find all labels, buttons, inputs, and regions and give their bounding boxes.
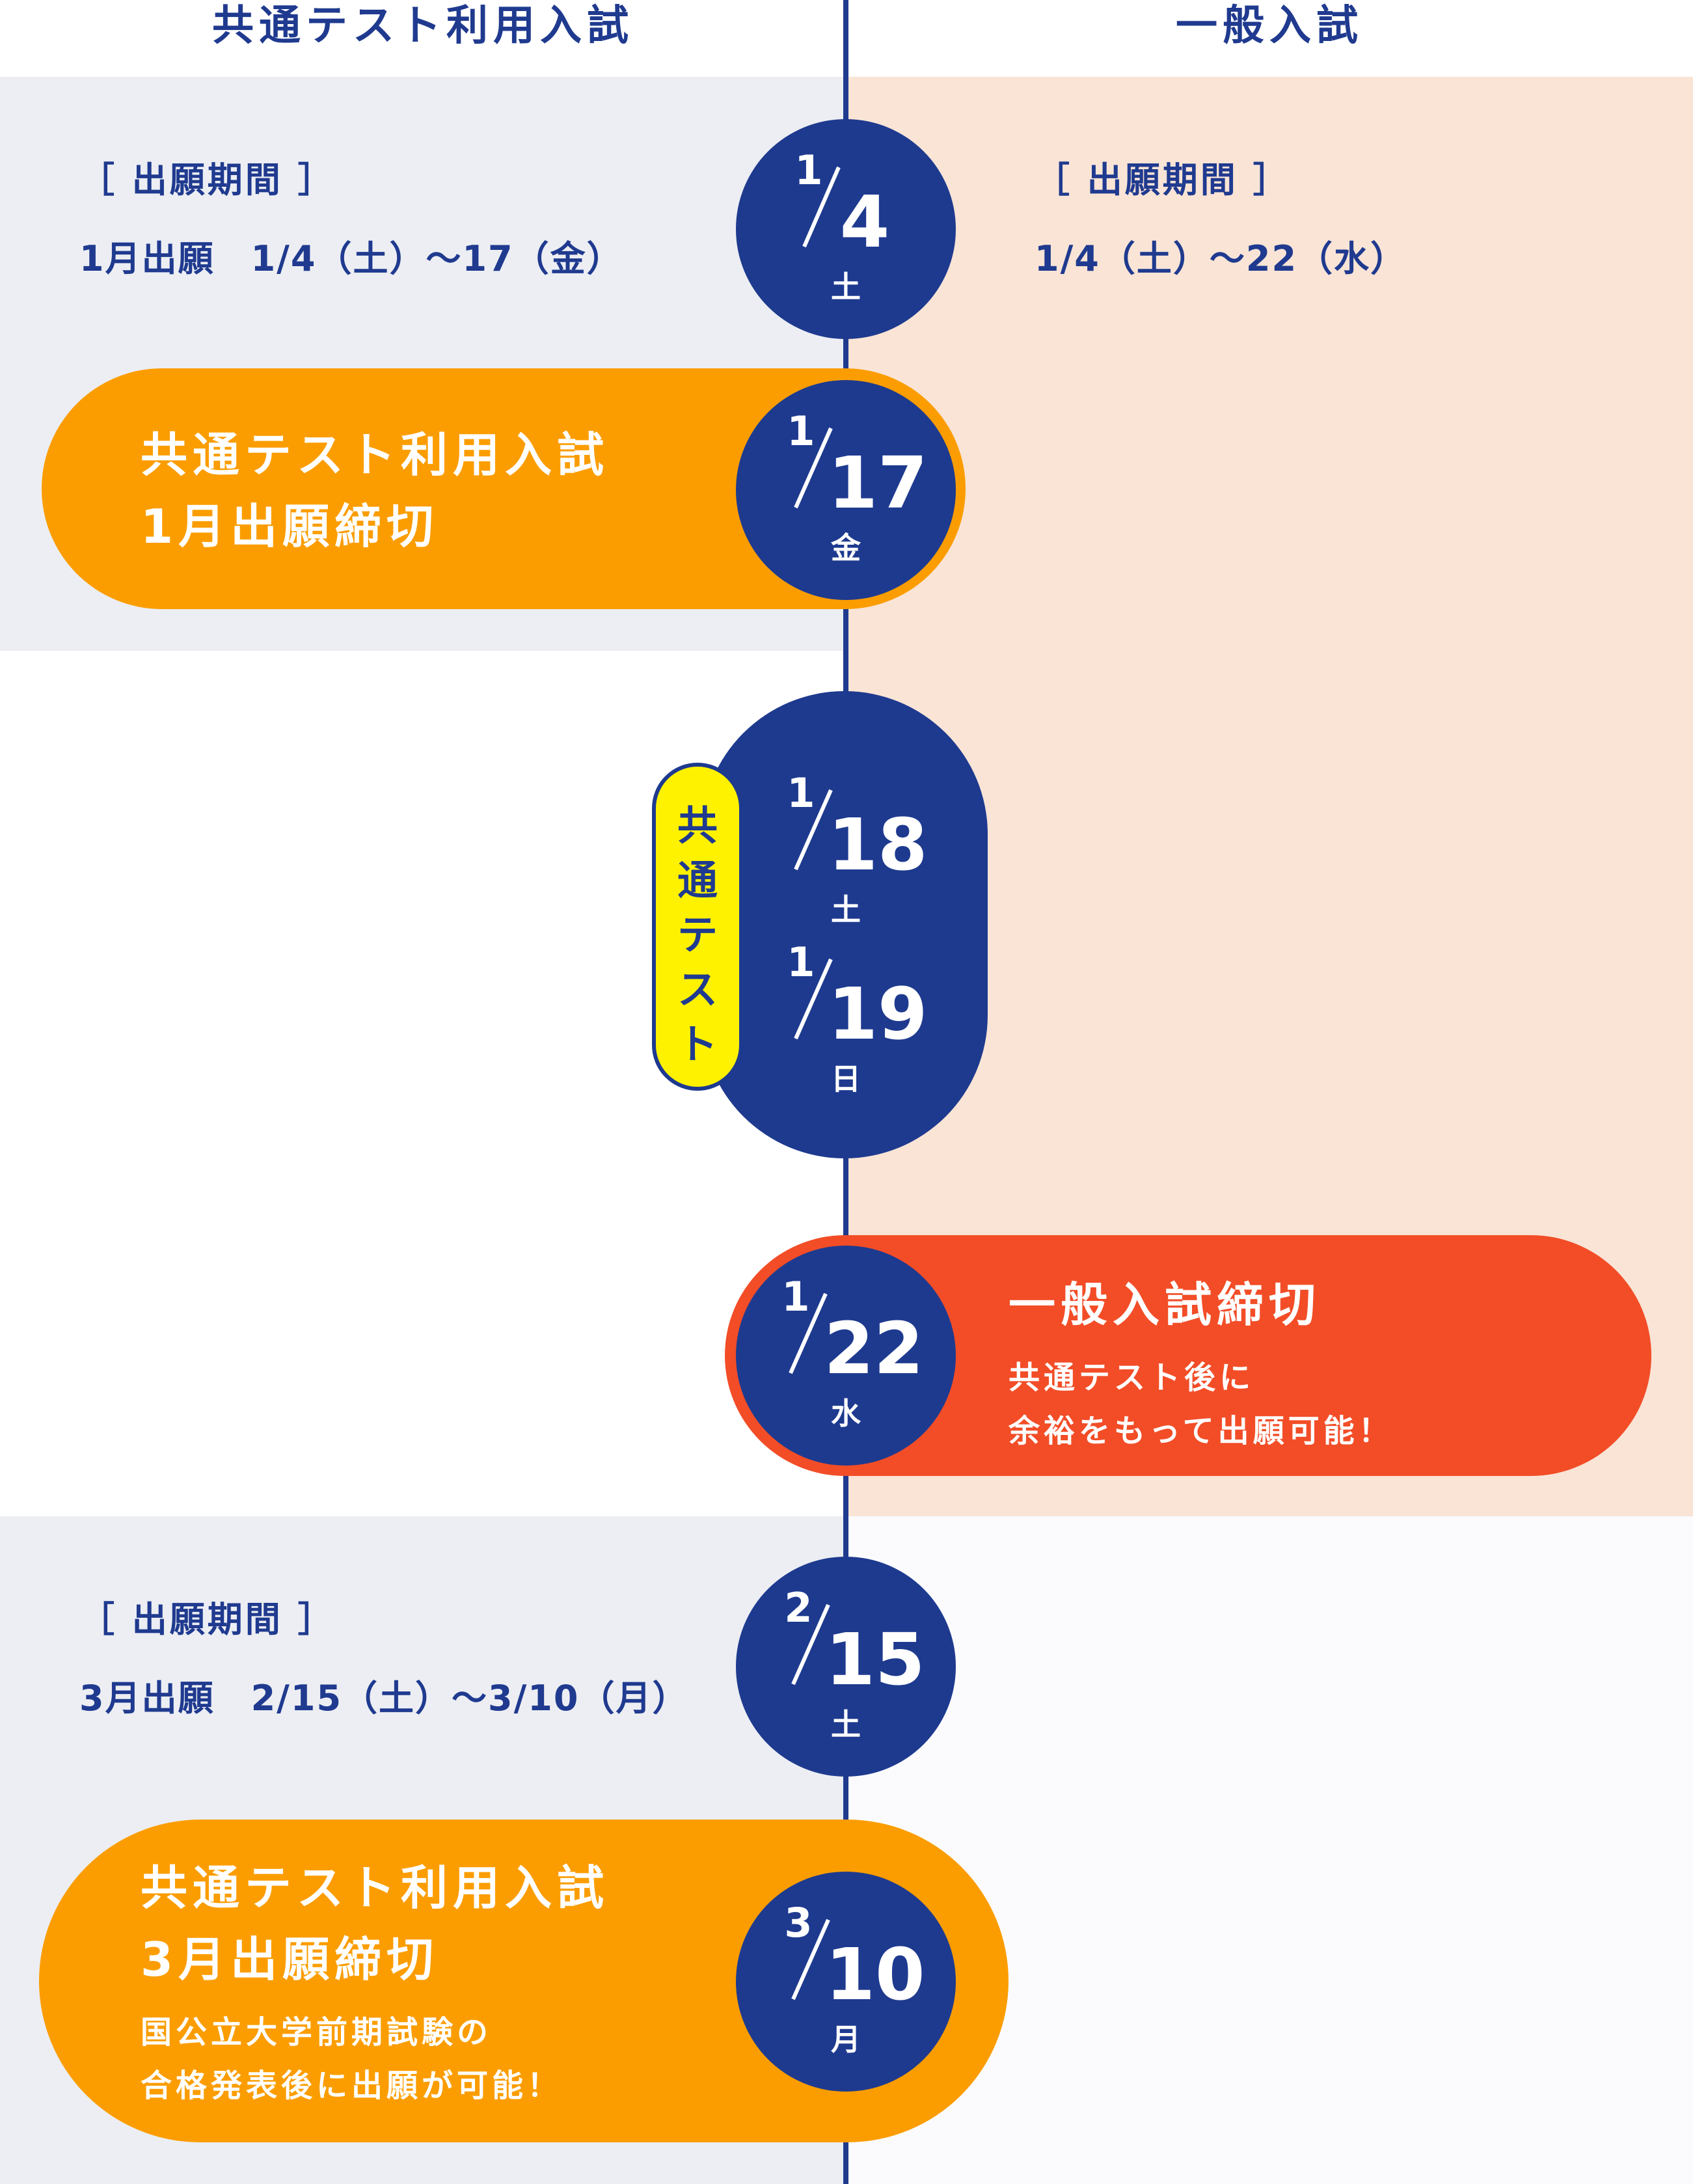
date-circle-0104: 1 4 土 — [736, 119, 956, 339]
date-day: 10 — [825, 1933, 925, 2016]
date-month: 1 — [794, 146, 822, 194]
date-day: 4 — [840, 180, 890, 264]
date-weekday: 月 — [831, 2022, 861, 2057]
date-weekday: 金 — [831, 530, 861, 566]
right-bottom-panel — [846, 1516, 1693, 2184]
date-month: 1 — [787, 769, 815, 817]
date-day: 17 — [828, 441, 927, 525]
tag-char: ト — [677, 1020, 718, 1068]
date-mark: 1 18 — [787, 769, 927, 886]
mar-deadline-line1: 共通テスト利用入試 — [141, 1861, 610, 1915]
date-circle-0215: 2 15 土 — [736, 1557, 956, 1777]
period-label: ［ 出願期間 ］ — [79, 159, 336, 200]
date-day: 15 — [825, 1618, 925, 1701]
tag-char: テ — [677, 911, 718, 959]
date-slash — [789, 1292, 828, 1374]
date-mark: 1 19 — [787, 938, 927, 1056]
date-mark: 1 17 — [787, 407, 927, 525]
general-deadline-note1: 共通テスト後に — [1009, 1359, 1255, 1396]
date-mark: 2 15 — [784, 1584, 925, 1701]
general-deadline-note2: 余裕をもって出願可能！ — [1009, 1413, 1394, 1449]
jan-deadline-line2: 1月出願締切 — [141, 499, 439, 554]
mar-deadline-note2: 合格発表後に出願が可能！ — [141, 2068, 563, 2104]
date-weekday: 土 — [831, 1707, 861, 1742]
date-month: 2 — [784, 1584, 812, 1631]
tag-char: 共 — [677, 802, 718, 849]
mar-deadline-note1: 国公立大学前期試験の — [141, 2014, 493, 2051]
date-slash — [791, 1918, 830, 2000]
tag-char: ス — [677, 966, 718, 1013]
date-block-0118: 1 18 土 — [736, 748, 956, 927]
date-month: 3 — [784, 1899, 812, 1946]
common-test-tag: 共 通 テ ス ト — [652, 763, 743, 1091]
date-circle-0310: 3 10 月 — [736, 1872, 956, 2092]
header-general-entrance: 一般入試 — [1176, 2, 1363, 50]
date-slash — [794, 789, 833, 871]
date-block-0119: 1 19 日 — [736, 918, 956, 1097]
date-weekday: 日 — [831, 1061, 861, 1097]
header-common-test-entrance: 共通テスト利用入試 — [212, 2, 634, 50]
general-deadline-title: 一般入試締切 — [1009, 1277, 1321, 1332]
left-jan-period: ［ 出願期間 ］ 1月出願 1/4（土）〜17（金） — [79, 151, 623, 281]
date-weekday: 水 — [831, 1396, 861, 1431]
period-label: ［ 出願期間 ］ — [1035, 159, 1291, 200]
left-mar-period: ［ 出願期間 ］ 3月出願 2/15（土）〜3/10（月） — [79, 1590, 688, 1721]
date-month: 1 — [781, 1273, 809, 1320]
date-day: 22 — [824, 1307, 923, 1390]
period-value: 1/4（土）〜22（水） — [1035, 238, 1407, 279]
right-jan-period: ［ 出願期間 ］ 1/4（土）〜22（水） — [1035, 151, 1407, 281]
date-day: 18 — [828, 803, 927, 886]
jan-deadline-line1: 共通テスト利用入試 — [141, 428, 610, 482]
date-mark: 1 4 — [794, 146, 890, 264]
date-slash — [794, 427, 833, 509]
period-value: 3月出願 2/15（土）〜3/10（月） — [79, 1678, 689, 1719]
date-weekday: 土 — [831, 269, 861, 305]
date-slash — [802, 166, 841, 248]
tag-char: 通 — [677, 856, 718, 904]
date-mark: 1 22 — [781, 1273, 923, 1390]
period-label: ［ 出願期間 ］ — [79, 1599, 336, 1640]
common-test-capsule — [701, 691, 988, 1158]
date-weekday: 土 — [831, 892, 861, 927]
period-value: 1月出願 1/4（土）〜17（金） — [79, 238, 623, 279]
date-month: 1 — [787, 407, 815, 455]
date-circle-0117: 1 17 金 — [736, 380, 956, 600]
date-circle-0122: 1 22 水 — [736, 1246, 956, 1466]
date-slash — [794, 958, 833, 1040]
mar-deadline-line2: 3月出願締切 — [141, 1932, 439, 1987]
date-day: 19 — [828, 972, 927, 1056]
date-slash — [791, 1604, 830, 1686]
date-mark: 3 10 — [784, 1899, 925, 2016]
date-month: 1 — [787, 938, 815, 986]
